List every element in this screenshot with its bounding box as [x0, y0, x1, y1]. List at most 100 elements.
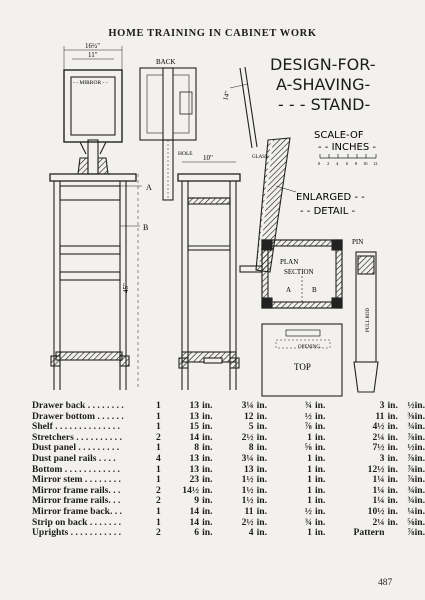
table-cell: 3 — [379, 452, 385, 464]
table-cell: 2½ — [241, 431, 254, 443]
table-cell: in. — [314, 431, 326, 443]
table-cell: 1 — [307, 463, 312, 475]
table-cell: Pattern — [353, 527, 385, 539]
table-cell: ⅞ — [407, 452, 415, 464]
label-pin: PIN — [352, 238, 363, 246]
table-cell: in. — [414, 516, 425, 528]
table-cell: in. — [202, 463, 213, 475]
table-cell: in. — [256, 474, 267, 486]
table-cell: in. — [387, 431, 398, 443]
table-cell: 2¼ — [372, 431, 385, 443]
label-hole: HOLE — [178, 151, 193, 157]
table-cell: in. — [314, 452, 326, 464]
table-cell: in. — [414, 505, 425, 517]
table-cell: ½ — [304, 410, 312, 422]
page-number: 487 — [378, 578, 393, 588]
scale-bar — [319, 154, 377, 159]
table-cell: in. — [387, 421, 398, 433]
dim-height: 45" — [122, 283, 130, 293]
table-cell: 5 — [248, 421, 254, 433]
design-title: DESIGN-FOR- A-SHAVING- - - - STAND- — [270, 55, 375, 114]
table-cell: 1¼ — [372, 474, 385, 486]
table-cell: in. — [387, 410, 398, 422]
table-cell: 2¼ — [372, 516, 385, 528]
table-cell: 1½ — [241, 474, 254, 486]
table-cell: ⅞ — [407, 431, 415, 443]
table-cell: in. — [314, 463, 326, 475]
table-cell: in. — [314, 410, 326, 422]
enlarged-detail-tilt — [239, 137, 291, 273]
table-cell: 3 — [379, 400, 385, 411]
table-cell: Mirror frame rails. . . — [32, 495, 121, 507]
table-cell: 10½ — [367, 505, 385, 517]
table-cell: 4 — [248, 527, 254, 539]
scale-label-2: - - INCHES - — [318, 142, 376, 153]
table-cell: 4 — [156, 452, 161, 464]
table-cell: in. — [414, 442, 425, 454]
table-cell: in. — [202, 474, 213, 486]
scale-label-1: SCALE-OF — [314, 130, 364, 141]
table-cell: ¾ — [304, 400, 312, 411]
side-elevation — [177, 66, 258, 390]
scale-tick-4: 4 — [336, 161, 339, 166]
pull-rod-detail — [353, 251, 379, 393]
table-cell: in. — [414, 463, 425, 475]
table-cell: 3¼ — [241, 400, 254, 411]
table-cell: 2 — [156, 527, 161, 539]
table-cell: in. — [256, 452, 267, 464]
table-cell: Strip on back . . . . . . . — [32, 516, 122, 528]
scale-tick-6: 6 — [346, 161, 349, 166]
table-cell: 12½ — [367, 463, 385, 475]
table-cell: 1 — [156, 463, 161, 475]
table-cell: in. — [314, 505, 326, 517]
table-cell: in. — [256, 527, 267, 539]
table-cell: 1½ — [241, 484, 254, 496]
table-cell: 1 — [156, 421, 161, 433]
table-cell: Stretchers . . . . . . . . . . — [32, 431, 122, 443]
table-cell: ¾ — [304, 516, 312, 528]
table-cell: 2½ — [241, 516, 254, 528]
table-cell: Drawer bottom . . . . . . — [32, 410, 124, 422]
table-cell: in. — [414, 484, 425, 496]
table-cell: 1½ — [241, 495, 254, 507]
table-cell: in. — [256, 495, 267, 507]
table-cell: in. — [256, 516, 267, 528]
table-cell: in. — [387, 452, 398, 464]
table-cell: in. — [202, 452, 213, 464]
scale-tick-10: 10 — [363, 161, 368, 166]
table-cell: in. — [314, 400, 326, 411]
point-b: B — [143, 223, 148, 232]
table-cell: in. — [314, 484, 326, 496]
scale-tick-12: 12 — [373, 161, 378, 166]
table-cell: 4½ — [372, 421, 385, 433]
table-cell: in. — [414, 495, 425, 507]
table-cell: in. — [256, 505, 267, 517]
table-cell: ⅝ — [407, 516, 415, 528]
table-cell: ⅞ — [304, 421, 312, 433]
table-cell: 1 — [307, 431, 312, 443]
table-cell: ½ — [304, 505, 312, 517]
page-header: HOME TRAINING IN CABINET WORK — [108, 28, 317, 39]
table-cell: in. — [387, 505, 398, 517]
table-cell: Mirror frame rails. . . — [32, 484, 121, 496]
table-cell: 2 — [156, 431, 161, 443]
design-title-line-3: - - - STAND- — [278, 95, 370, 114]
label-back: BACK — [156, 58, 175, 66]
table-cell: in. — [202, 505, 213, 517]
table-cell: 15 — [189, 421, 200, 433]
table-cell: 1 — [307, 484, 312, 496]
enlarged-label-1: ENLARGED - - — [296, 192, 365, 203]
plan-section — [261, 239, 343, 309]
table-cell: in. — [314, 495, 326, 507]
design-title-line-2: A-SHAVING- — [276, 75, 370, 94]
table-cell: 1 — [156, 516, 161, 528]
table-cell: in. — [256, 410, 267, 422]
table-cell: in. — [202, 431, 213, 443]
